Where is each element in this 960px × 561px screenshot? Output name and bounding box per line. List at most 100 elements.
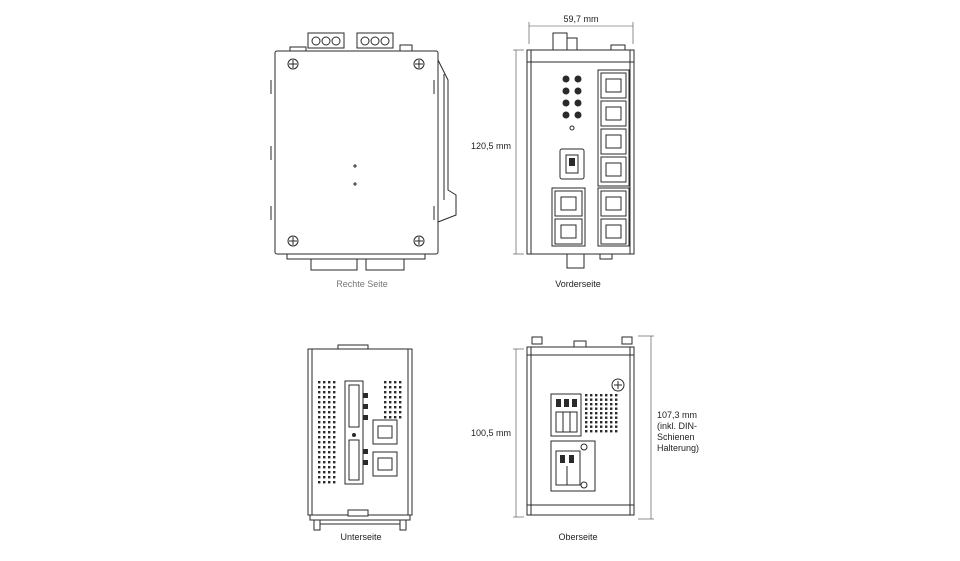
vent-hole bbox=[590, 407, 593, 410]
vent-hole bbox=[328, 441, 331, 444]
vent-hole bbox=[600, 421, 603, 424]
vent-hole bbox=[590, 416, 593, 419]
vent-hole bbox=[328, 416, 331, 419]
vent-hole bbox=[389, 391, 392, 394]
vent-hole bbox=[610, 403, 613, 406]
dim-width-front: 59,7 mm bbox=[563, 14, 598, 24]
vent-hole bbox=[389, 386, 392, 389]
vent-hole bbox=[600, 407, 603, 410]
vent-hole bbox=[318, 416, 321, 419]
vent-hole bbox=[323, 431, 326, 434]
vent-hole bbox=[615, 403, 618, 406]
vent-hole bbox=[333, 441, 336, 444]
vent-hole bbox=[389, 381, 392, 384]
vent-hole bbox=[318, 476, 321, 479]
vent-hole bbox=[333, 461, 336, 464]
vent-hole bbox=[318, 426, 321, 429]
vent-hole bbox=[600, 416, 603, 419]
vent-hole bbox=[610, 416, 613, 419]
vent-hole bbox=[318, 481, 321, 484]
caption-right-side: Rechte Seite bbox=[336, 279, 388, 289]
vent-hole bbox=[610, 407, 613, 410]
vent-hole bbox=[394, 391, 397, 394]
caption-top: Oberseite bbox=[558, 532, 597, 542]
vent-hole bbox=[384, 391, 387, 394]
vent-hole bbox=[600, 398, 603, 401]
vent-hole bbox=[394, 396, 397, 399]
vent-hole bbox=[615, 394, 618, 397]
vent-hole bbox=[384, 406, 387, 409]
vent-hole bbox=[585, 412, 588, 415]
vent-hole bbox=[323, 421, 326, 424]
screw-icon bbox=[287, 235, 299, 247]
vent-hole bbox=[333, 426, 336, 429]
vent-grid-left bbox=[318, 381, 336, 484]
vent-hole bbox=[590, 394, 593, 397]
vent-hole bbox=[394, 386, 397, 389]
vent-hole bbox=[318, 466, 321, 469]
vent-hole bbox=[595, 421, 598, 424]
vent-hole bbox=[590, 421, 593, 424]
vent-hole bbox=[333, 456, 336, 459]
vent-hole bbox=[318, 436, 321, 439]
vent-hole bbox=[605, 416, 608, 419]
vent-hole bbox=[384, 401, 387, 404]
vent-hole bbox=[399, 416, 402, 419]
vent-hole bbox=[323, 391, 326, 394]
vent-hole bbox=[605, 394, 608, 397]
vent-hole bbox=[323, 411, 326, 414]
vent-hole bbox=[333, 381, 336, 384]
vent-hole bbox=[389, 416, 392, 419]
vent-hole bbox=[605, 398, 608, 401]
view-right-side bbox=[270, 32, 457, 271]
vent-hole bbox=[384, 396, 387, 399]
socket-lower bbox=[372, 451, 398, 477]
vent-hole bbox=[318, 461, 321, 464]
vent-hole bbox=[595, 425, 598, 428]
vent-hole bbox=[595, 394, 598, 397]
vent-hole bbox=[615, 430, 618, 433]
vent-hole bbox=[399, 381, 402, 384]
vent-hole bbox=[318, 386, 321, 389]
vent-hole bbox=[328, 471, 331, 474]
vent-hole bbox=[328, 461, 331, 464]
caption-front: Vorderseite bbox=[555, 279, 601, 289]
dim-depth-din-2: (inkl. DIN- bbox=[657, 421, 697, 431]
vent-hole bbox=[318, 446, 321, 449]
vent-hole bbox=[323, 381, 326, 384]
status-led-matrix bbox=[562, 75, 582, 131]
vent-hole bbox=[595, 416, 598, 419]
vent-hole bbox=[333, 451, 336, 454]
view-front bbox=[513, 22, 635, 269]
vent-hole bbox=[605, 425, 608, 428]
vent-hole bbox=[615, 412, 618, 415]
vent-hole bbox=[389, 401, 392, 404]
vent-hole bbox=[318, 456, 321, 459]
rj45-ports-lower-right bbox=[597, 187, 630, 247]
vent-hole bbox=[610, 398, 613, 401]
terminal-block-top-left bbox=[307, 32, 345, 49]
vent-hole bbox=[590, 430, 593, 433]
screw-icon bbox=[413, 58, 425, 70]
vent-hole bbox=[600, 412, 603, 415]
vent-hole bbox=[585, 421, 588, 424]
vent-hole bbox=[328, 436, 331, 439]
vent-hole bbox=[610, 394, 613, 397]
vent-hole bbox=[585, 403, 588, 406]
vent-hole bbox=[323, 401, 326, 404]
socket-upper bbox=[372, 419, 398, 445]
vent-hole bbox=[384, 411, 387, 414]
vent-hole bbox=[328, 411, 331, 414]
vent-hole bbox=[323, 456, 326, 459]
vent-hole bbox=[595, 403, 598, 406]
vent-hole bbox=[318, 381, 321, 384]
vent-hole bbox=[610, 412, 613, 415]
vent-hole bbox=[600, 394, 603, 397]
vent-hole bbox=[333, 391, 336, 394]
vent-hole bbox=[394, 416, 397, 419]
vent-hole bbox=[323, 426, 326, 429]
vent-hole bbox=[394, 406, 397, 409]
right-side-housing bbox=[274, 50, 439, 255]
vent-hole bbox=[585, 425, 588, 428]
dim-depth-din-1: 107,3 mm bbox=[657, 410, 697, 420]
